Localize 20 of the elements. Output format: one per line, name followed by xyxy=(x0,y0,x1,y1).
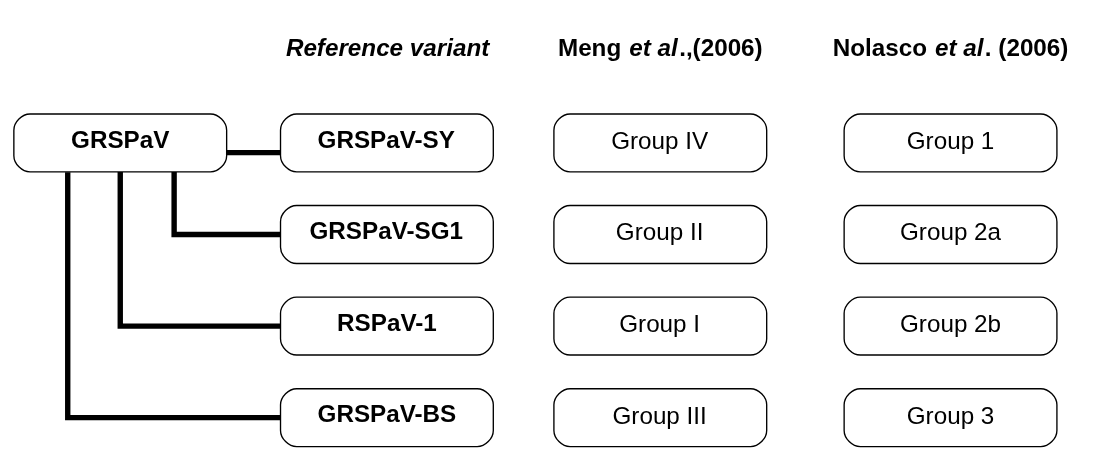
connector xyxy=(226,149,281,155)
node-box: Group IV xyxy=(553,112,768,173)
node-box: Group II xyxy=(553,204,768,264)
label: Meng et al.,(2006) xyxy=(557,33,763,61)
node-box: RSPaV-1 xyxy=(279,295,494,356)
connector xyxy=(117,171,281,329)
node-box: GRSPaV-SY xyxy=(279,112,494,173)
label: Reference variant xyxy=(285,33,490,61)
node-box: Group 1 xyxy=(843,112,1058,173)
node-box: Group 2b xyxy=(843,295,1058,356)
label: Nolasco et al. (2006) xyxy=(832,33,1069,61)
node-box: Group III xyxy=(553,387,768,447)
node-box: Group I xyxy=(553,295,768,356)
node-box: GRSPaV xyxy=(13,112,228,173)
connector xyxy=(171,171,281,237)
node-box: GRSPaV-SG1 xyxy=(279,204,494,264)
node-box: Group 3 xyxy=(843,387,1058,447)
node-box: Group 2a xyxy=(843,204,1058,264)
connector xyxy=(65,171,281,420)
node-box: GRSPaV-BS xyxy=(279,387,494,447)
